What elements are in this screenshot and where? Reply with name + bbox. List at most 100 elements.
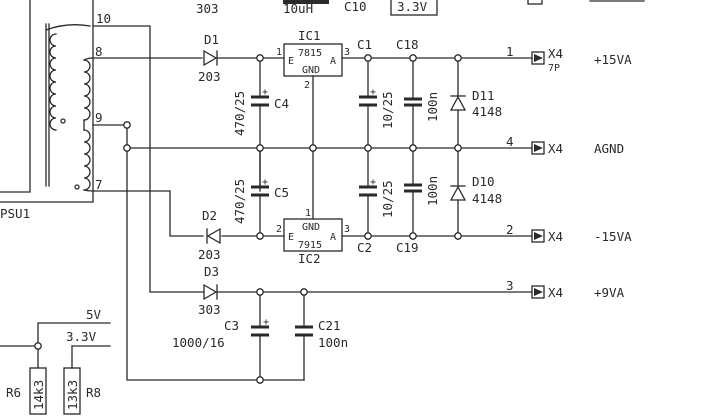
d11-symbol: [449, 95, 467, 111]
r8-value: 13k3: [65, 380, 80, 410]
junction: [123, 144, 131, 152]
diode-d2-value: 203: [198, 247, 221, 262]
c21-value: 100n: [318, 335, 348, 350]
diode-d2: D2 203: [198, 208, 221, 262]
capacitor-c19: C19 100n: [396, 176, 440, 255]
connector-agnd: 4 X4 AGND: [506, 134, 624, 156]
diode-d3-value: 303: [198, 302, 221, 317]
winding-lead-7: [83, 189, 94, 192]
junction: [309, 144, 317, 152]
conn-pin-number: 2: [506, 222, 514, 237]
ic2-pin1-num: 1: [305, 208, 311, 219]
c5-polarity: +: [262, 177, 268, 188]
d10-symbol: [449, 185, 467, 201]
net-label-plus9va: +9VA: [594, 285, 625, 300]
d10-value: 4148: [472, 191, 502, 206]
diode-d1: D1 203: [198, 32, 221, 84]
c5-label: C5: [274, 185, 289, 200]
rail-33v-box: [390, 0, 438, 16]
pin-10-label: 10: [96, 11, 111, 26]
regulator-ic1: IC1 7815 E A GND 1 3 2: [276, 28, 350, 91]
net-label-minus15va: -15VA: [594, 229, 632, 244]
capacitor-c2: + C2 10/25: [357, 177, 395, 255]
d10-label: D10: [472, 174, 495, 189]
transformer-name: PSU1: [0, 206, 30, 221]
junction: [364, 232, 372, 240]
ic1-pin1-num: 1: [276, 47, 282, 58]
transformer-psu1: 10 8 9 7 PSU1: [0, 0, 111, 221]
transformer-frame-inner: [0, 0, 31, 193]
top-connector-partial: [527, 0, 543, 5]
diode-d11: D11 4148: [449, 88, 502, 119]
rail-33v-bottom-label: 3.3V: [66, 329, 97, 344]
capacitor-c3: + C3 1000/16: [172, 317, 269, 350]
ic2-pin2-num: 2: [276, 224, 282, 235]
connector-arrow: [534, 54, 543, 62]
secondary-winding-upper: [83, 59, 91, 121]
rail-5v-label: 5V: [86, 307, 102, 322]
inductor-value: 10uH: [283, 1, 313, 16]
capacitor-c18: C18 100n: [396, 37, 440, 122]
wiring: [92, 25, 533, 381]
conn-ref: X4: [548, 141, 563, 156]
top-diode-value: 303: [196, 1, 219, 16]
resistor-r6: [29, 367, 47, 415]
ic1-part: 7815: [298, 48, 322, 59]
wire-pin10-to-d3: [92, 25, 204, 293]
ic1-pin3-num: 3: [344, 47, 350, 58]
diode-d1-value: 203: [198, 69, 221, 84]
c2-label: C2: [357, 240, 372, 255]
d11-value: 4148: [472, 104, 502, 119]
junction: [409, 54, 417, 62]
c18-value: 100n: [425, 92, 440, 122]
pin-9-label: 9: [95, 110, 103, 125]
c19-value: 100n: [425, 176, 440, 206]
voltage-divider: 5V 3.3V 14k3 13k3 R6 R8: [0, 307, 111, 415]
junction: [409, 232, 417, 240]
transformer-frame-outer: [0, 0, 94, 203]
c18-label: C18: [396, 37, 419, 52]
connector-arrow: [534, 288, 543, 296]
conn-ref: X4: [548, 46, 563, 61]
c3-label: C3: [224, 318, 239, 333]
phase-dot-primary: [60, 118, 66, 124]
ic2-pin3-num: 3: [344, 224, 350, 235]
connector-box: [531, 51, 545, 65]
ic1-pin-a: A: [330, 56, 336, 67]
connector-minus15va: 2 X4 -15VA: [506, 222, 632, 244]
junction: [256, 144, 264, 152]
diode-d1-label: D1: [204, 32, 219, 47]
primary-winding: [49, 33, 57, 131]
r6-label: R6: [6, 385, 21, 400]
c1-polarity: +: [370, 87, 376, 98]
ic2-part: 7915: [298, 240, 322, 251]
junction: [123, 121, 131, 129]
ic1-gnd: GND: [302, 65, 320, 76]
net-label-agnd: AGND: [594, 141, 624, 156]
conn-pin-number: 1: [506, 44, 514, 59]
cap-c10-label: C10: [344, 0, 367, 14]
top-partial-area: 303 10uH C10 3.3V: [196, 0, 645, 16]
pin-8-label: 8: [95, 44, 103, 59]
junction: [256, 288, 264, 296]
diode-d10: D10 4148: [449, 174, 502, 206]
resistor-r8: [63, 367, 81, 415]
wire-ground-return: [92, 124, 305, 381]
junction: [34, 342, 42, 350]
junction: [256, 54, 264, 62]
wire-5v: [0, 322, 111, 347]
diode-d2-label: D2: [202, 208, 217, 223]
junctions: [123, 54, 462, 384]
d11-label: D11: [472, 88, 495, 103]
capacitor-c21: C21 100n: [295, 318, 348, 350]
junction: [364, 144, 372, 152]
r6-value: 14k3: [31, 380, 46, 410]
conn-ref: X4: [548, 229, 563, 244]
connector-arrow: [534, 232, 543, 240]
ic2-pin-e: E: [288, 232, 294, 243]
connector-plus15va: 1 X4 7P +15VA: [506, 44, 632, 74]
diode-d2-symbol: [206, 227, 221, 245]
r8-label: R8: [86, 385, 101, 400]
primary-top-lead: [45, 24, 91, 31]
ic2-body: [283, 218, 343, 252]
